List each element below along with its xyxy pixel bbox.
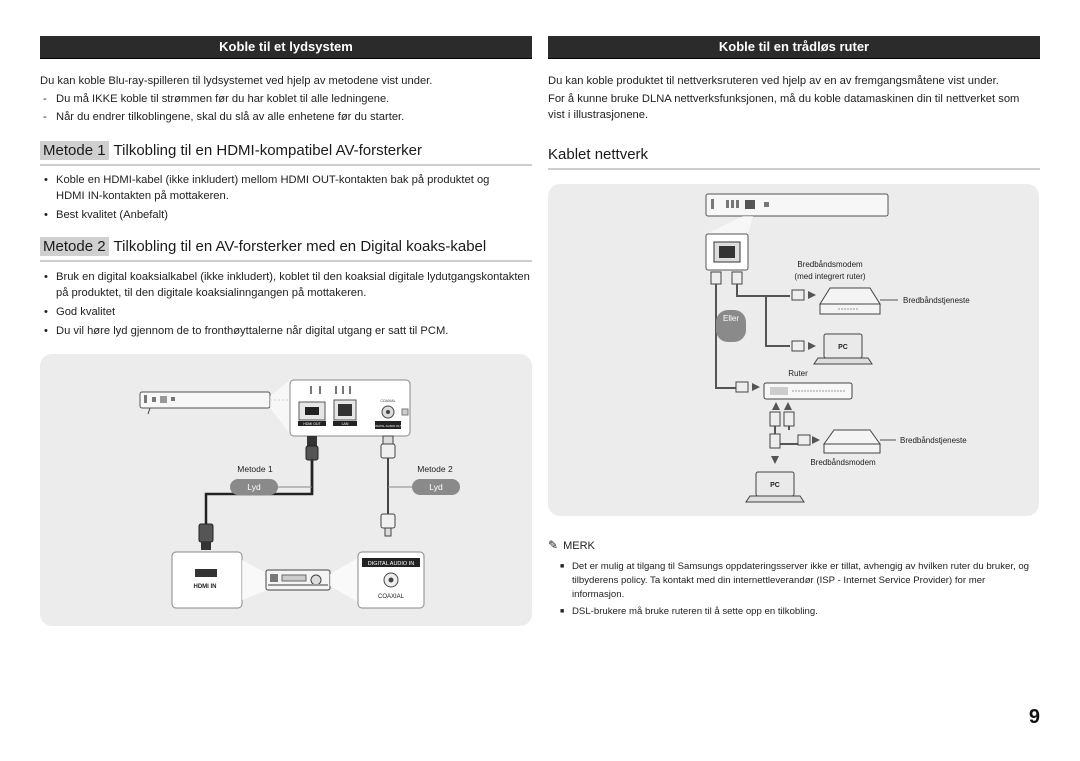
or-pill <box>716 310 746 342</box>
left-intro: Du kan koble Blu-ray-spilleren til lydsy… <box>40 75 433 87</box>
wired-network-title: Kablet nettverk <box>548 146 649 163</box>
sound-pill-left <box>230 479 278 495</box>
pc-top-label: PC <box>838 344 848 351</box>
broadband-service-top-label: Bredbåndstjeneste <box>903 296 970 305</box>
modem-router-label-2: (med integrert ruter) <box>794 272 865 281</box>
bluray-player-icon <box>139 391 290 415</box>
pc-bottom-label: PC <box>770 482 780 489</box>
network-diagram-svg: Eller Bredbåndsmodem (med integrert rute… <box>705 193 970 503</box>
left-dash-list: Du må IKKE koble til strømmen før du har… <box>40 91 532 125</box>
bluray-player-icon <box>705 193 889 217</box>
list-item: Bruk en digital koaksialkabel (ikke inkl… <box>40 269 532 301</box>
av-receiver-icon <box>265 569 331 591</box>
right-section-header: Koble til en trådløs ruter <box>548 36 1040 59</box>
coaxial-label: COAXIAL <box>378 594 405 600</box>
method2-tag: Metode 2 <box>40 237 109 256</box>
note-item: DSL-brukere må bruke ruteren til å sette… <box>558 605 1040 619</box>
network-connection-diagram: Eller Bredbåndsmodem (med integrert rute… <box>548 184 1039 516</box>
audio-diagram-svg: HDMI OUT LAN COAXIAL DIGITAL AUDIO OUT <box>139 379 460 609</box>
sound-left-label: Lyd <box>247 482 261 492</box>
connector-panel-zoom: HDMI OUT LAN COAXIAL DIGITAL AUDIO OUT <box>270 379 411 437</box>
hdmi-in-label: HDMI IN <box>194 584 217 590</box>
broadband-modem-label: Bredbåndsmodem <box>810 458 876 467</box>
sound-pill-right <box>412 479 460 495</box>
broadband-service-bottom-label: Bredbåndstjeneste <box>900 436 967 445</box>
coaxial-small-label: COAXIAL <box>380 399 395 403</box>
method2-title: Tilkobling til en AV-forsterker med en D… <box>113 238 487 255</box>
list-item: Best kvalitet (Anbefalt) <box>40 207 520 223</box>
dash-item: Du må IKKE koble til strømmen før du har… <box>40 91 532 107</box>
method1-title: Tilkobling til en HDMI-kompatibel AV-for… <box>113 142 422 159</box>
method2-bullets: Bruk en digital koaksialkabel (ikke inkl… <box>40 269 532 339</box>
digital-audio-out-label: DIGITAL AUDIO OUT <box>374 424 403 428</box>
or-label: Eller <box>723 314 739 323</box>
coaxial-cable <box>380 435 396 537</box>
note-section: ✎ MERK Det er mulig at tilgang til Samsun… <box>548 538 1040 622</box>
left-section-header: Koble til et lydsystem <box>40 36 532 59</box>
method1-diagram-label: Metode 1 <box>237 464 273 474</box>
right-intro-1: Du kan koble produktet til nettverksrute… <box>548 75 999 87</box>
hdmi-cable <box>198 436 319 550</box>
hdmi-in-zoom: HDMI IN <box>171 551 268 609</box>
audio-connection-diagram: HDMI OUT LAN COAXIAL DIGITAL AUDIO OUT <box>40 354 532 626</box>
lan-port-zoom <box>705 216 753 271</box>
digital-audio-in-label: DIGITAL AUDIO IN <box>368 561 414 567</box>
wired-network-heading: Kablet nettverk <box>548 145 1040 170</box>
method1-tag: Metode 1 <box>40 141 109 160</box>
router-to-modem-cables <box>769 402 820 449</box>
method2-diagram-label: Metode 2 <box>417 464 453 474</box>
hdmi-out-label: HDMI OUT <box>303 422 321 426</box>
list-item: God kvalitet <box>40 304 532 320</box>
page-number: 9 <box>1028 706 1040 728</box>
note-list: Det er mulig at tilgang til Samsungs opp… <box>548 560 1040 619</box>
method1-bullets: Koble en HDMI-kabel (ikke inkludert) mel… <box>40 172 520 223</box>
modem-router-label-1: Bredbåndsmodem <box>797 260 863 269</box>
router-label: Ruter <box>788 369 808 378</box>
digital-audio-in-zoom: DIGITAL AUDIO IN COAXIAL <box>330 551 425 609</box>
modem-bottom-icon <box>823 429 881 454</box>
or-bracket <box>765 289 816 352</box>
pencil-icon: ✎ <box>548 538 559 552</box>
note-heading: ✎ MERK <box>548 538 1040 552</box>
note-title: MERK <box>563 540 595 552</box>
sound-right-label: Lyd <box>429 482 443 492</box>
lan-label: LAN <box>342 422 349 426</box>
router-icon <box>735 381 853 400</box>
list-item: Koble en HDMI-kabel (ikke inkludert) mel… <box>40 172 520 204</box>
dash-item: Når du endrer tilkoblingene, skal du slå… <box>40 109 532 125</box>
modem-icon <box>819 287 881 315</box>
list-item: Du vil høre lyd gjennom de to fronthøytt… <box>40 323 532 339</box>
pc-bottom-icon <box>745 471 805 503</box>
pc-top-icon <box>813 333 873 365</box>
right-intro-2: For å kunne bruke DLNA nettverksfunksjon… <box>548 93 1020 121</box>
note-item: Det er mulig at tilgang til Samsungs opp… <box>558 560 1040 602</box>
